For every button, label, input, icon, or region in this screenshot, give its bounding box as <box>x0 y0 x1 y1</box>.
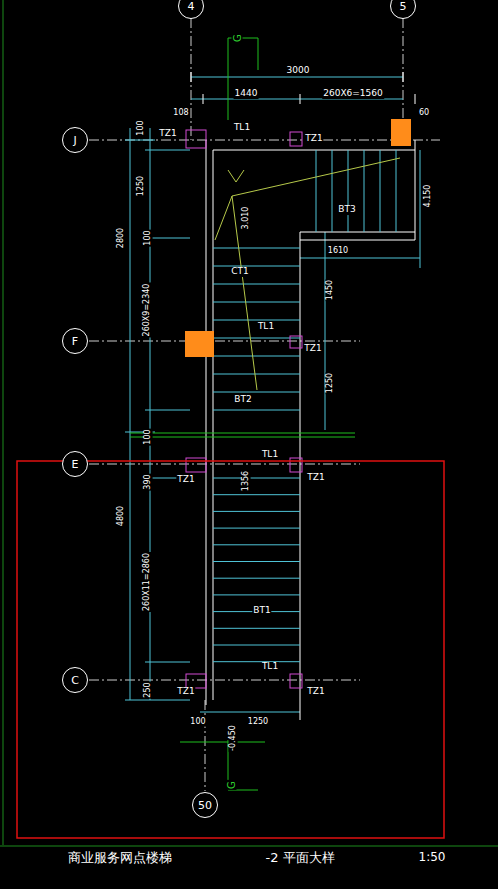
stair-tread <box>213 494 300 495</box>
stair-tread <box>213 284 300 285</box>
stair-tread <box>213 528 300 529</box>
grid-axis-circle: 50 <box>192 792 218 818</box>
dimension-text: 4.150 <box>424 184 433 209</box>
stair-tread <box>213 661 300 662</box>
stair-tread <box>316 150 317 232</box>
dimension-text: 2800 <box>117 227 126 249</box>
annotation-text: TL1 <box>257 322 275 332</box>
annotation-text: TZ1 <box>304 134 323 144</box>
stair-tread <box>213 392 300 393</box>
stair-tread <box>348 150 349 232</box>
stair-tread <box>213 511 300 512</box>
dimension-text: 100 <box>137 119 146 136</box>
axis-label: E <box>72 458 79 471</box>
stair-tread <box>213 645 300 646</box>
stair-tread <box>396 150 397 232</box>
stair-tread <box>364 150 365 232</box>
annotation-text: 60 <box>418 109 430 118</box>
annotation-text: TZ1 <box>306 473 325 483</box>
annotation-text: 100 <box>189 718 206 727</box>
stair-tread <box>332 150 333 232</box>
annotation-text: 1:50 <box>418 851 447 864</box>
drawing-title: 商业服务网点楼梯 <box>67 851 173 865</box>
stair-tread <box>213 266 300 267</box>
axis-label: C <box>71 674 79 687</box>
axis-label: F <box>72 335 78 348</box>
annotation-text: TZ1 <box>176 687 195 697</box>
annotation-text: 108 <box>172 109 189 118</box>
axis-label: J <box>73 134 76 147</box>
annotation-text: 3000 <box>286 66 311 76</box>
stair-tread <box>213 410 300 411</box>
stair-tread <box>213 478 300 479</box>
dimension-text: 100 <box>144 428 153 445</box>
stair-tread <box>213 628 300 629</box>
dimension-text: 390 <box>144 473 153 490</box>
annotation-text: 1610 <box>327 247 349 256</box>
axis-label: 50 <box>198 799 212 812</box>
dimension-text: 1250 <box>326 372 335 394</box>
dimension-text: 1356 <box>242 470 251 492</box>
annotation-text: 260X6=1560 <box>322 89 384 99</box>
annotation-text: TL1 <box>233 123 251 133</box>
stair-tread <box>213 594 300 595</box>
annotation-text: -2 平面大样 <box>264 851 335 865</box>
annotation-text: TL1 <box>261 450 279 460</box>
axis-label: 5 <box>400 0 407 13</box>
dimension-text: 260X9=2340 <box>143 283 152 338</box>
dimension-text: G <box>232 33 243 43</box>
stair-tread <box>213 544 300 545</box>
stair-tread <box>213 320 300 321</box>
axis-label: 4 <box>188 0 195 13</box>
annotation-text: 1250 <box>247 718 269 727</box>
grid-axis-circle: J <box>62 127 88 153</box>
dimension-text: 1450 <box>326 279 335 301</box>
annotation-text: TZ1 <box>158 129 177 139</box>
stair-tread <box>213 338 300 339</box>
dimension-text: 4800 <box>117 505 126 527</box>
annotation-text: TZ1 <box>303 344 322 354</box>
grid-axis-circle: C <box>62 667 88 693</box>
grid-axis-circle: E <box>62 451 88 477</box>
annotation-text: CT1 <box>230 267 250 277</box>
dimension-text: 250 <box>144 681 153 698</box>
dimension-text: -0.450 <box>229 724 238 752</box>
stair-tread <box>213 578 300 579</box>
dimension-text: 100 <box>144 229 153 246</box>
stair-tread <box>213 561 300 562</box>
dimension-text: G <box>226 780 237 790</box>
grid-axis-circle: 5 <box>390 0 416 19</box>
annotation-text: TZ1 <box>306 687 325 697</box>
dimension-text: 260X11=2860 <box>143 552 152 612</box>
stair-tread <box>213 302 300 303</box>
stair-tread <box>213 356 300 357</box>
annotation-text: BT3 <box>337 205 356 215</box>
dimension-text: 3.010 <box>242 206 251 231</box>
dimension-text: 1250 <box>137 175 146 197</box>
annotation-text: TL1 <box>261 662 279 672</box>
annotation-text: 1440 <box>234 89 259 99</box>
grid-axis-circle: F <box>62 328 88 354</box>
annotation-text: BT1 <box>252 606 271 616</box>
stair-tread <box>213 374 300 375</box>
annotation-text: TZ1 <box>176 475 195 485</box>
grid-axis-circle: 4 <box>178 0 204 19</box>
annotation-text: BT2 <box>233 395 252 405</box>
stair-tread <box>213 248 300 249</box>
